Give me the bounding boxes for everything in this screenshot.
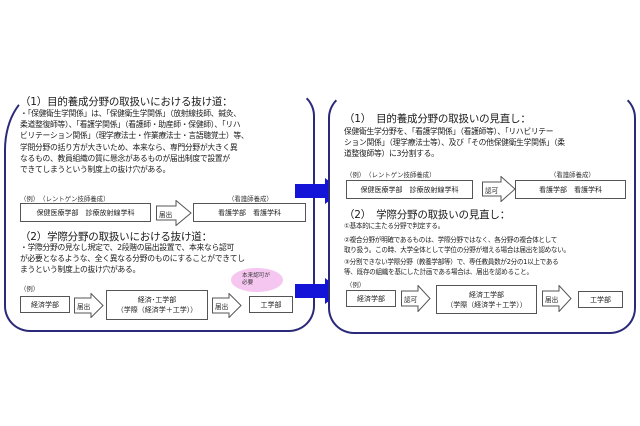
box-text: （学際（経済学＋工学）） [446, 300, 527, 309]
chevron-arrow-icon [482, 176, 516, 202]
right-example1-arrow: 認可 [482, 176, 516, 202]
text-line: なるもの、教員組織の質に懸念があるものが届出制度で設置が [20, 153, 230, 163]
chevron-arrow-icon [542, 285, 572, 312]
arrow-label: 届出 [77, 303, 91, 311]
right-example2-arrow2: 届出 [542, 285, 572, 312]
right-section2-item1: ①基本的に主たる分野で判定する。 [344, 222, 445, 230]
text-line: ション関係」（理学療法士等）、及び「その他保健衛生学関係」（柔 [344, 138, 565, 148]
text-line: が必要となるような、全く異なる分野のものにすることができてし [20, 254, 245, 264]
left-example1-label-right: （看護師養成） [228, 195, 273, 203]
arrow-label: 届出 [545, 296, 559, 304]
text-line: 道整復師等）に3分割する。 [344, 149, 439, 159]
text-line: 等、既存の組織を基にした計画である場合は、届出を認めること。 [344, 267, 533, 276]
right-example1-label: （例） （レントゲン技師養成） [346, 171, 436, 179]
text-line: できてしまうという制度上の抜け穴がある。 [20, 165, 170, 175]
left-example2-step2-box: 経済･工学部 （学際（経済学＋工学）） [106, 290, 208, 320]
left-example2-label: （例） [20, 285, 40, 293]
text-line: 柔道整復師等）、「看護学関係」（看護師・助産師・保健師）、「リハ [20, 120, 241, 130]
chevron-arrow-icon [156, 200, 192, 226]
requires-approval-bubble: 本来認可が 必要 [231, 268, 283, 292]
text-line: 保健衛生学分野を、「看護学関係」（看護師等）、「リハビリテー [344, 127, 554, 136]
text-line: ③分割できない学際分野（教養学部等）で、専任教員数が2分の1以上である [344, 258, 559, 266]
left-example1-arrow: 届出 [156, 200, 192, 226]
box-text: （学際（経済学＋工学）） [116, 306, 198, 314]
arrow-label: 認可 [404, 296, 418, 304]
box-text: 経済工学部 [469, 290, 504, 299]
right-section2-heading: （2） 学際分野の取扱いの見直し： [344, 209, 511, 221]
text-line: ビリテーション関係」（理学療法士・作業療法士・言語聴覚士）等、 [20, 131, 249, 141]
right-section2-item3: ③分割できない学際分野（教養学部等）で、専任教員数が2分の1以上である 等、既存… [344, 258, 559, 277]
text-line: ・学際分野の見なし規定で、2段階の届出設置で、本来なら認可 [20, 243, 234, 252]
right-section2-item2: ②複合分野が明確であるものは、学際分野ではなく、各分野の複合体として 取り扱う。… [344, 236, 570, 255]
bubble-text: 本来認可が [242, 273, 270, 279]
text-line: ・「保健衛生学関係」は、「保健衛生学関係」（放射線技師、鍼灸、 [20, 109, 241, 118]
text-line: まうという制度上の抜け穴がある。 [20, 265, 140, 275]
left-example2-arrow1: 届出 [74, 293, 104, 318]
chevron-arrow-icon [74, 293, 104, 318]
arrow-label: 届出 [159, 211, 173, 219]
right-example2-step3-box: 工学部 [578, 291, 623, 308]
left-example1-from-box: 保健医療学部 診療放射線学科 [20, 203, 151, 222]
right-example2-arrow1: 認可 [401, 285, 431, 312]
text-line: ②複合分野が明確であるものは、学際分野ではなく、各分野の複合体として [344, 236, 558, 244]
right-example1-label-right: （看護師養成） [550, 171, 595, 179]
left-section2-heading: （2）学際分野の取扱いにおける抜け道： [20, 231, 212, 243]
text-line: 学問分野の括り方が大きいため、本来なら、専門分野が大きく異 [20, 142, 238, 152]
chevron-arrow-icon [401, 285, 431, 312]
left-section2-body: ・学際分野の見なし規定で、2段階の届出設置で、本来なら認可 が必要となるような、… [20, 242, 245, 276]
left-example1-to-box: 看護学部 看護学科 [193, 203, 306, 222]
left-section1-body: ・「保健衛生学関係」は、「保健衛生学関係」（放射線技師、鍼灸、 柔道整復師等）、… [20, 108, 249, 175]
left-example2-step3-box: 工学部 [249, 296, 293, 313]
left-example2-step1-box: 経済学部 [20, 296, 70, 313]
right-section1-heading: （1） 目的養成分野の取扱いの見直し： [344, 113, 531, 125]
right-example1-from-box: 保健医療学部 診療放射線学科 [346, 180, 473, 199]
chevron-arrow-icon [212, 293, 242, 318]
right-example1-to-box: 看護学部 看護学科 [515, 180, 626, 199]
right-section1-body: 保健衛生学分野を、「看護学関係」（看護師等）、「リハビリテー ション関係」（理学… [344, 126, 565, 160]
right-example2-step1-box: 経済学部 [346, 290, 396, 307]
arrow-label: 届出 [215, 303, 229, 311]
right-example2-label: （例） [346, 281, 366, 289]
text-line: 取り扱う。この時、大学全体として学位の分野が増える場合は届出を認めない。 [344, 245, 570, 254]
left-example1-label: （例） （レントゲン技師養成） [20, 195, 110, 203]
left-example2-arrow2: 届出 [212, 293, 242, 318]
arrow-label: 認可 [485, 187, 499, 195]
box-text: 経済･工学部 [137, 296, 177, 304]
right-example2-step2-box: 経済工学部 （学際（経済学＋工学）） [436, 285, 537, 314]
bubble-text: 必要 [242, 280, 254, 286]
left-section1-heading: （1）目的養成分野の取扱いにおける抜け道： [20, 96, 233, 108]
